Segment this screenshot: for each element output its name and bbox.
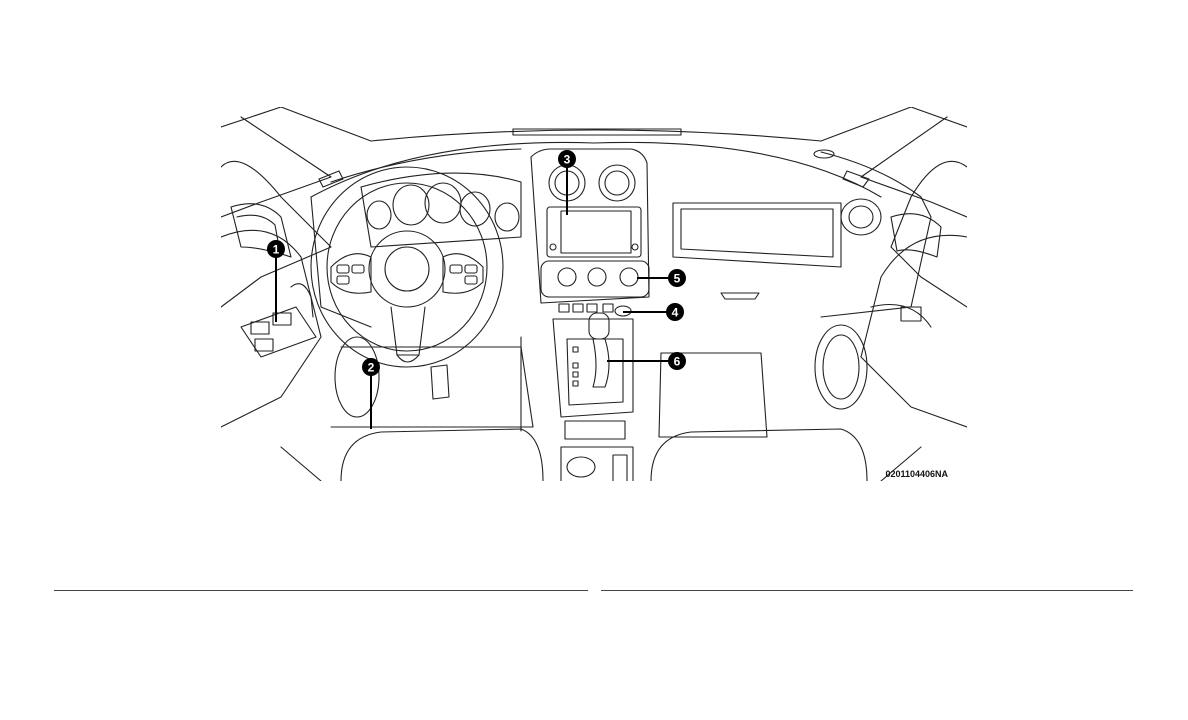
seats — [281, 429, 921, 481]
callout-6: 6 — [668, 352, 686, 370]
right-door — [815, 161, 967, 427]
svg-text:6: 6 — [674, 355, 681, 369]
interior-illustration: 1 2 3 4 5 6 0201104406NA — [221, 107, 967, 481]
center-console — [553, 313, 633, 481]
callout-leaders — [276, 167, 669, 429]
callout-1: 1 — [267, 240, 285, 258]
glove-box — [673, 199, 881, 299]
dashboard — [311, 142, 931, 327]
callout-3: 3 — [558, 150, 576, 168]
svg-text:4: 4 — [672, 306, 679, 320]
svg-text:5: 5 — [674, 272, 681, 286]
column-rule-right — [601, 590, 1133, 591]
instrument-cluster — [361, 173, 521, 247]
callout-2: 2 — [362, 358, 380, 376]
svg-text:3: 3 — [564, 153, 571, 167]
callout-4: 4 — [666, 303, 684, 321]
steering-wheel — [311, 167, 503, 367]
callout-5: 5 — [668, 269, 686, 287]
svg-text:1: 1 — [273, 243, 280, 257]
center-stack — [531, 149, 649, 316]
svg-text:2: 2 — [368, 361, 375, 375]
figure-code: 0201104406NA — [885, 469, 948, 479]
column-rule-left — [54, 590, 588, 591]
